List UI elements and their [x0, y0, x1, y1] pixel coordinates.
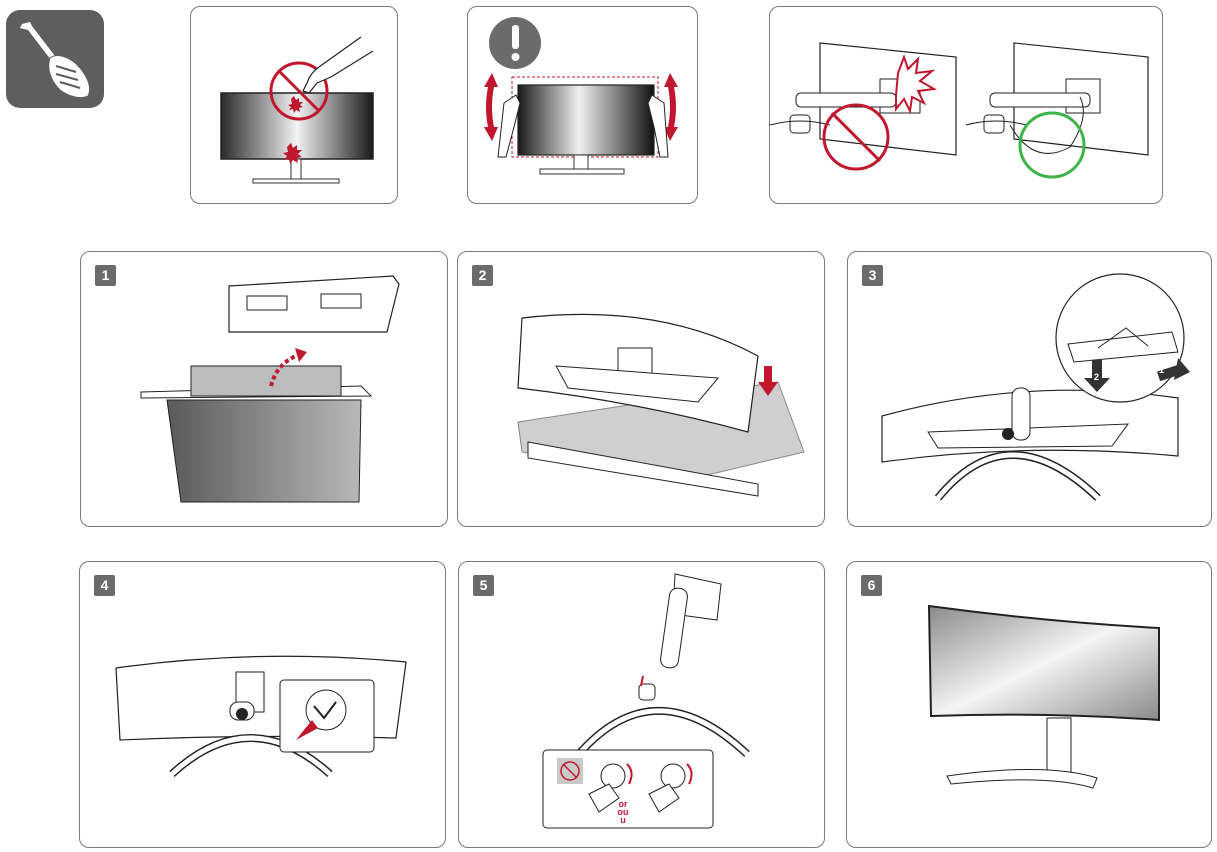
warning-panel-handling [467, 6, 698, 204]
step-5-or-label: or ou u [617, 799, 629, 825]
step-4-number: 4 [94, 575, 115, 596]
step-2-panel: 2 [457, 251, 825, 527]
step-5-panel: 5 or ou u [458, 561, 825, 848]
step-3-arrow-2-label: 2 [1094, 372, 1100, 382]
screwdriver-hand-icon [6, 10, 104, 108]
step-5-number: 5 [473, 575, 494, 596]
step-3-number: 3 [862, 265, 883, 286]
step-4-panel: 4 [79, 561, 446, 848]
step-3-panel: 3 1 2 [847, 251, 1212, 527]
step-6-number: 6 [861, 575, 882, 596]
approved-circle-icon [1018, 111, 1086, 179]
warning-panel-pressure [190, 6, 398, 204]
prohibited-icon [560, 761, 580, 781]
step-2-number: 2 [472, 265, 493, 286]
step-1-panel: 1 [80, 251, 448, 527]
step-3-arrow-1-label: 1 [1159, 365, 1165, 375]
step-1-number: 1 [95, 265, 116, 286]
step-6-panel: 6 [846, 561, 1212, 848]
warning-panel-cables [769, 6, 1163, 204]
